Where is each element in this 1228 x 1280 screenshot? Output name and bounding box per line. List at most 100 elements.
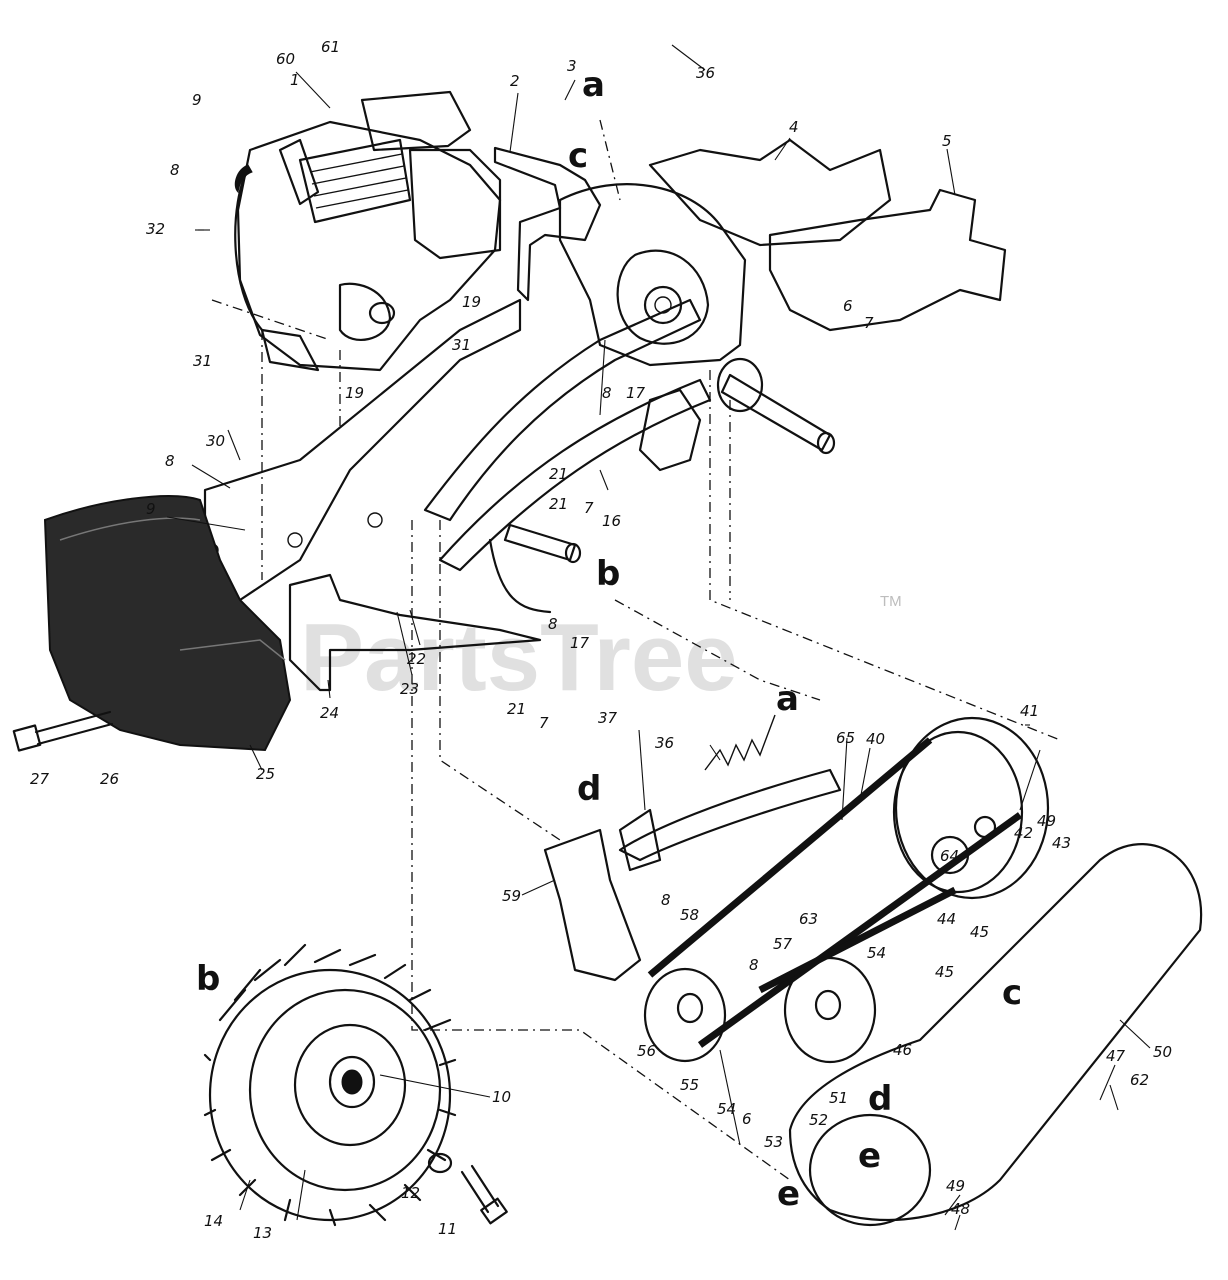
part-number: 42 [1014,824,1033,842]
part-number: 7 [864,314,874,332]
part-number: 3 [567,57,577,75]
part-number: 6 [742,1110,752,1128]
letter-c-top: c [568,136,588,176]
part-number: 16 [602,512,621,530]
part-number: 40 [866,730,885,748]
part-number: 63 [799,910,818,928]
part-number: 56 [637,1042,656,1060]
part-numbers: 60 61 3 36 2 4 5 9 1 8 32 19 31 31 19 30… [30,38,1172,1242]
part-number: 8 [661,891,671,909]
letter-e-base: e [777,1174,800,1214]
part-number: 30 [206,432,225,450]
part-number: 48 [951,1200,970,1218]
part-number: 59 [502,887,521,905]
wheel [203,943,508,1227]
part-number: 19 [345,384,364,402]
part-number: 32 [146,220,165,238]
part-number: 36 [655,734,674,752]
part-number: 24 [320,704,339,722]
part-number: 50 [1153,1043,1172,1061]
part-number: 27 [30,770,50,788]
part-number: 58 [680,906,699,924]
part-number: 22 [407,650,426,668]
part-number: 8 [165,452,175,470]
part-number: 8 [749,956,759,974]
part-number: 10 [492,1088,511,1106]
part-number: 55 [680,1076,699,1094]
part-number: 47 [1106,1047,1126,1065]
part-5-side-plate [768,188,1007,332]
part-40-lever [618,768,842,862]
part-number: 23 [400,680,419,698]
part-number: 9 [192,91,202,109]
part-number: 54 [867,944,886,962]
part-number: 37 [598,709,618,727]
part-number: 26 [100,770,119,788]
assembly-lines [211,119,1061,1181]
part-number: 8 [548,615,558,633]
letter-d-belt: d [868,1079,892,1119]
callout-letters: a c b a d b c d e e [196,65,1022,1214]
chain-case [558,183,747,367]
part-number: 53 [764,1133,783,1151]
part-number: 52 [809,1111,828,1129]
leader-lines [166,44,1151,1231]
part-number: 49 [1037,812,1056,830]
part-number: 17 [570,634,590,652]
letter-b-frame: b [596,554,620,594]
part-number: 5 [942,132,952,150]
engine-fuel-tank [408,148,502,260]
part-number: 14 [204,1212,223,1230]
part-50-belt-cover [788,843,1203,1222]
axle [720,373,832,452]
part-16-frame-tube [423,298,702,522]
letter-a-top: a [582,65,605,105]
part-number: 7 [539,714,549,732]
part-number: 21 [549,465,568,483]
part-number: 4 [789,118,799,136]
part-number: 62 [1130,1071,1149,1089]
part-number: 41 [1020,702,1039,720]
part-number: 11 [438,1220,457,1238]
engine-air-filter [360,90,472,152]
part-number: 44 [937,910,956,928]
part-number: 45 [935,963,954,981]
engine [234,90,502,372]
part-number: 64 [940,847,959,865]
part-number: 65 [836,729,855,747]
watermark-trademark: TM [880,593,902,610]
part-number: 2 [510,72,520,90]
part-number: 31 [193,352,212,370]
part-number: 31 [452,336,471,354]
part-4-shield [648,138,892,247]
part-number: 21 [507,700,526,718]
part-number: 49 [946,1177,965,1195]
part-27-bolt [12,710,114,752]
part-number: 8 [170,161,180,179]
part-number: 61 [321,38,340,56]
letter-e-cover: e [858,1136,881,1176]
letter-b-wheel: b [196,959,220,999]
part-number: 46 [893,1041,912,1059]
part-number: 12 [401,1184,420,1202]
part-number: 25 [256,765,275,783]
part-number: 17 [626,384,646,402]
part-number: 60 [276,50,295,68]
letter-d-bracket: d [577,769,601,809]
letter-a-lever: a [776,679,799,719]
part-number: 8 [602,384,612,402]
part-number: 19 [462,293,481,311]
part-number: 7 [584,499,594,517]
part-number: 21 [549,495,568,513]
part-59-bracket [543,828,642,982]
part-number: 9 [146,500,156,518]
part-number: 13 [253,1224,272,1242]
part-number: 1 [290,71,300,89]
part-2-bracket [493,146,602,302]
watermark: PartsTree [300,604,738,711]
part-number: 43 [1052,834,1071,852]
part-number: 57 [773,935,793,953]
belt-drive [543,714,1203,1227]
part-number: 36 [696,64,715,82]
